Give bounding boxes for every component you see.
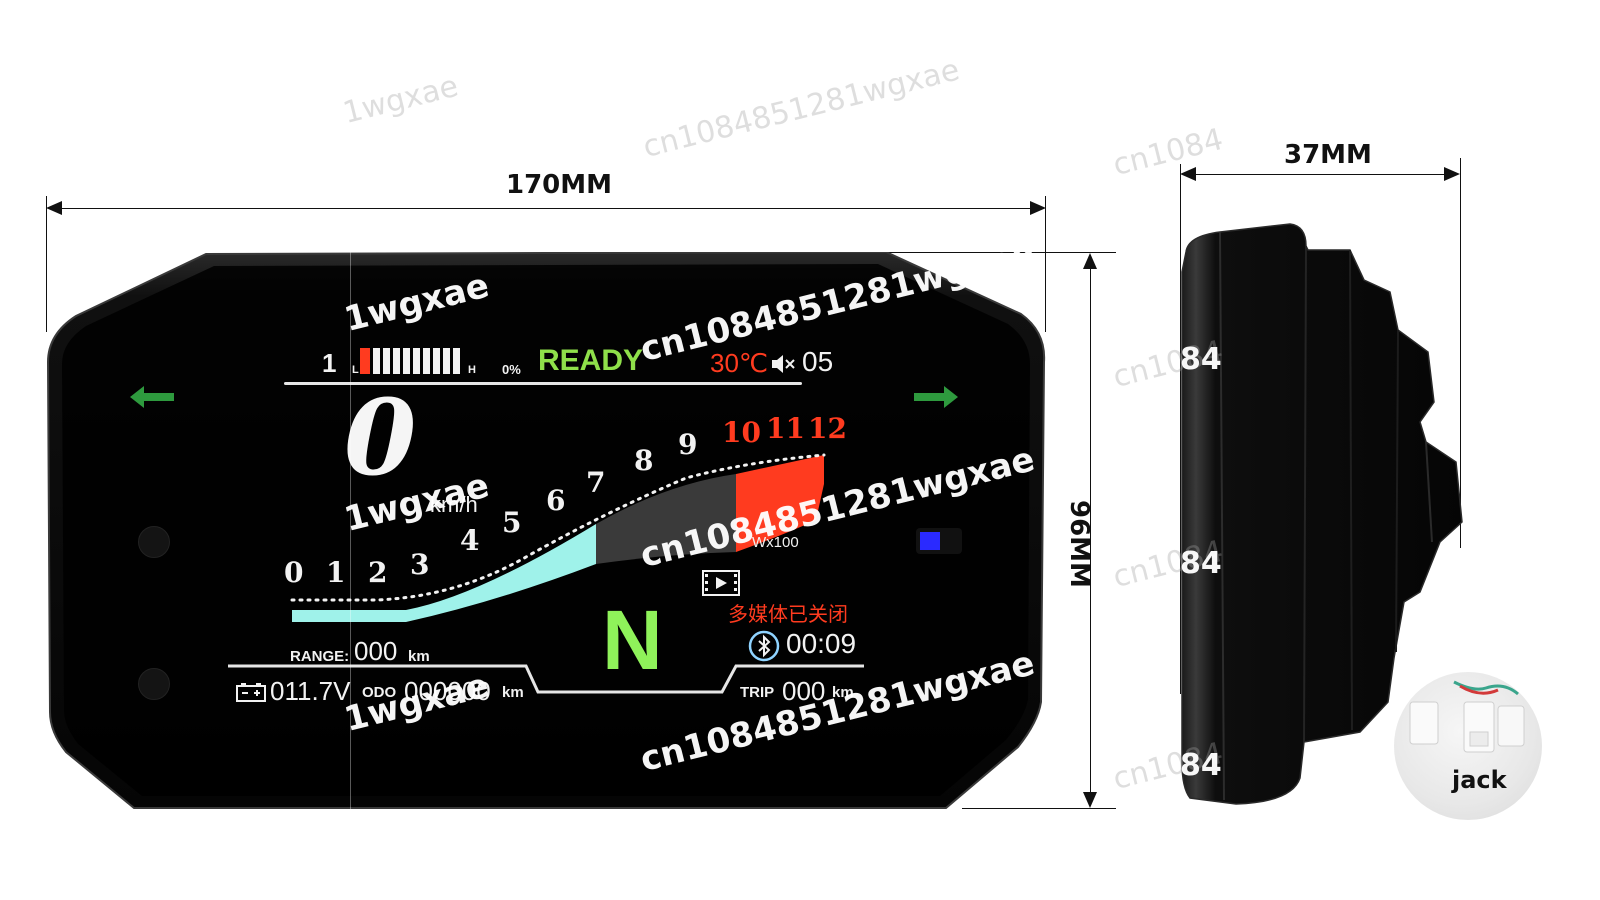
height-dimension-line	[1090, 268, 1091, 794]
bottom-divider	[228, 664, 864, 694]
rpm-tick-3: 3	[410, 548, 430, 581]
rpm-tick-4: 4	[460, 524, 480, 557]
rpm-tick-9: 9	[678, 428, 698, 461]
status-ready: READY	[538, 344, 644, 377]
jack-connector-icon	[1409, 680, 1525, 753]
bluetooth-time: 00:09	[786, 628, 857, 659]
left-lower-button-icon	[138, 668, 170, 700]
top-divider	[284, 382, 802, 385]
speed-value: 0	[344, 376, 417, 499]
volume-level: 05	[802, 346, 834, 377]
height-extension-top	[884, 252, 1116, 253]
width-arrow-left	[46, 201, 62, 215]
rpm-tick-7: 7	[586, 466, 606, 499]
fuel-low-label: L	[352, 364, 359, 376]
temperature: 30℃	[710, 348, 769, 378]
rpm-tick-11: 11	[766, 412, 805, 445]
blue-indicator-icon	[916, 528, 962, 554]
media-player-icon	[702, 570, 740, 601]
depth-dimension-line	[1194, 174, 1446, 175]
rpm-tick-1: 1	[326, 556, 346, 589]
gear-indicator: N	[602, 593, 663, 687]
range-label: RANGE:	[290, 648, 350, 665]
depth-extension-right	[1460, 158, 1461, 548]
height-arrow-bottom	[1083, 792, 1097, 808]
width-extension-left	[46, 196, 47, 332]
mute-speaker-icon	[772, 354, 796, 379]
right-turn-arrow-icon	[914, 386, 958, 413]
odo-value: 000000	[404, 676, 491, 706]
depth-arrow-right	[1444, 167, 1460, 181]
rpm-tick-0: 0	[284, 556, 304, 589]
rpm-tick-2: 2	[368, 556, 388, 589]
dashboard-housing	[46, 252, 1046, 809]
speed-unit: km/h	[430, 492, 478, 517]
depth-arrow-left	[1180, 167, 1196, 181]
range-unit: km	[408, 648, 430, 665]
rpm-tick-10: 10	[722, 416, 761, 449]
odo-unit: km	[502, 684, 524, 701]
dashboard-front: 1 L H 0% READY 30℃ 05 0 km/h	[46, 252, 1046, 812]
height-arrow-top	[1083, 253, 1097, 269]
watermark-top-center: cn1084851281wgxae	[639, 52, 963, 165]
rpm-tick-8: 8	[634, 444, 654, 477]
odo-label: ODO	[362, 684, 397, 701]
jack-inset: jack	[1394, 672, 1542, 820]
watermark-side-bold-3: 84	[1180, 748, 1222, 783]
gear-number: 1	[322, 348, 337, 378]
watermark-side-bold-1: 84	[1180, 342, 1222, 377]
watermark-top-left: 1wgxae	[339, 68, 462, 131]
fuel-high-label: H	[468, 364, 476, 376]
jack-label: jack	[1452, 766, 1507, 794]
media-status: 多媒体已关闭	[728, 602, 848, 626]
width-dimension-line	[60, 208, 1032, 209]
battery-icon	[236, 682, 266, 707]
depth-extension-left	[1180, 164, 1181, 694]
battery-voltage: 011.7V	[270, 676, 351, 706]
dashboard-side-view	[1180, 222, 1470, 808]
depth-label: 37MM	[1284, 140, 1372, 170]
left-upper-button-icon	[138, 526, 170, 558]
range-value: 000	[354, 636, 398, 666]
width-extension-right	[1045, 196, 1046, 332]
fuel-percent: 0%	[502, 362, 521, 377]
trip-value: 000	[782, 676, 826, 706]
left-turn-arrow-icon	[130, 386, 174, 413]
rpm-tick-5: 5	[502, 506, 522, 539]
width-label: 170MM	[506, 170, 613, 200]
rpm-tick-12: 12	[808, 412, 847, 445]
rpm-tick-6: 6	[546, 484, 566, 517]
bluetooth-icon	[748, 630, 780, 667]
rpm-gauge	[290, 453, 826, 622]
width-arrow-right	[1030, 201, 1046, 215]
image-seam	[350, 250, 351, 812]
trip-unit: km	[832, 684, 854, 701]
watermark-side-bold-2: 84	[1180, 546, 1222, 581]
rpm-multiplier: Wx100	[752, 534, 799, 551]
height-extension-bottom	[962, 808, 1116, 809]
fuel-gauge	[360, 348, 466, 379]
height-label: 96MM	[1064, 500, 1094, 588]
trip-label: TRIP	[740, 684, 775, 701]
